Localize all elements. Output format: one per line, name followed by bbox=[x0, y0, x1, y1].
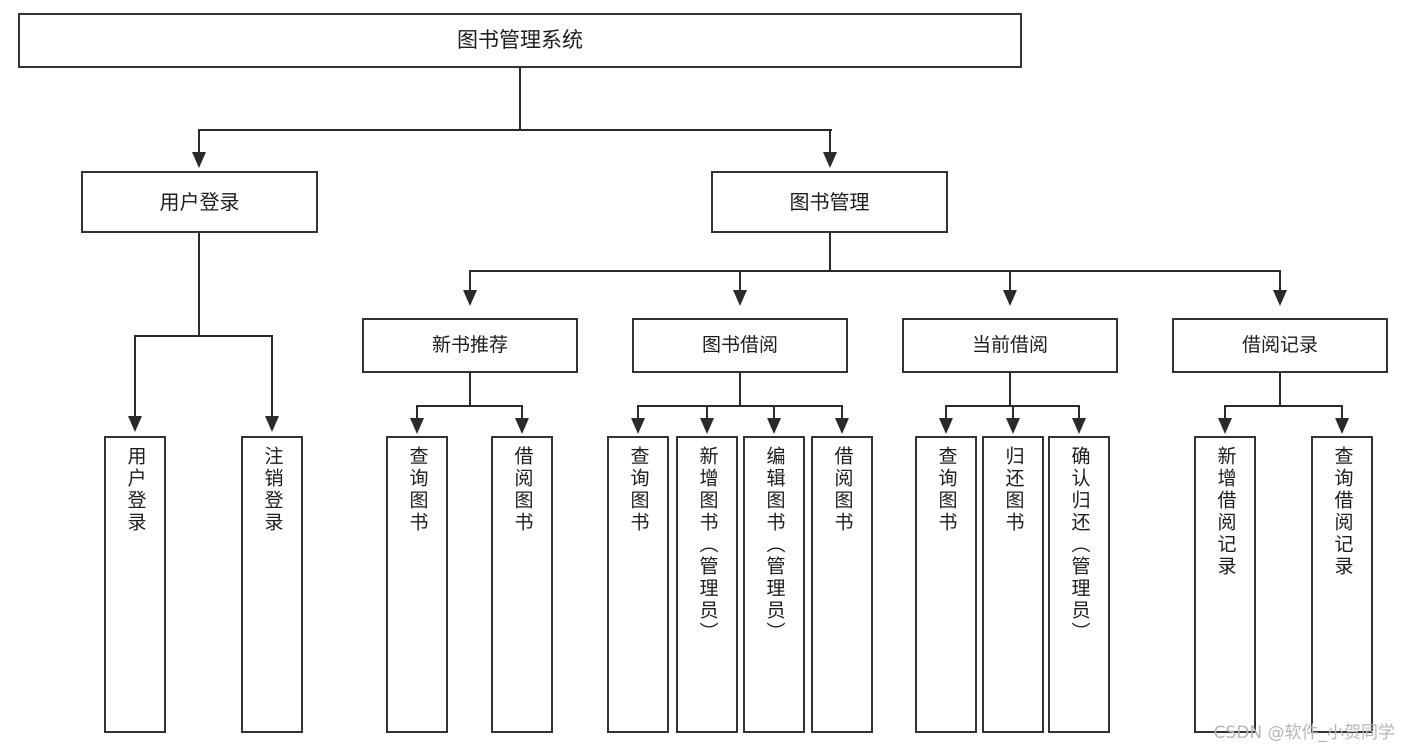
connector-user-login-drop-1 bbox=[134, 335, 136, 418]
leaf-edit-book[interactable]: 编辑图书（管理员） bbox=[743, 436, 805, 733]
connector-to-borrow-record bbox=[1279, 270, 1281, 292]
node-current-borrow[interactable]: 当前借阅 bbox=[902, 318, 1118, 373]
connector-book-borrow-drop-4 bbox=[841, 405, 843, 420]
connector-root-stem bbox=[519, 68, 521, 130]
node-label: 新书推荐 bbox=[431, 333, 508, 356]
leaf-borrow-book-recommend[interactable]: 借阅图书 bbox=[491, 436, 553, 733]
node-label: 注销登录 bbox=[261, 446, 284, 534]
connector-borrow-record-drop-2 bbox=[1341, 405, 1343, 420]
connector-user-login-drop-2 bbox=[271, 335, 273, 418]
connector-new-book-rec-stem bbox=[469, 373, 471, 406]
node-label: 借阅记录 bbox=[1241, 333, 1318, 356]
connector-new-book-rec-bus bbox=[416, 405, 523, 407]
connector-current-borrow-drop-2 bbox=[1012, 405, 1014, 420]
connector-root-to-book-manage bbox=[829, 129, 831, 154]
leaf-confirm-return[interactable]: 确认归还（管理员） bbox=[1048, 436, 1110, 733]
arrow-to-leaf-add-book bbox=[700, 418, 714, 434]
node-label: 借阅图书 bbox=[511, 446, 534, 534]
leaf-return-book[interactable]: 归还图书 bbox=[982, 436, 1044, 733]
arrow-to-leaf-query-book-2 bbox=[631, 418, 645, 434]
connector-user-login-bus bbox=[134, 335, 272, 337]
node-borrow-record[interactable]: 借阅记录 bbox=[1172, 318, 1388, 373]
leaf-query-book-recommend[interactable]: 查询图书 bbox=[386, 436, 448, 733]
connector-root-bus bbox=[198, 129, 832, 131]
arrow-to-borrow-record bbox=[1273, 290, 1287, 306]
connector-book-borrow-bus bbox=[637, 405, 843, 407]
arrow-to-leaf-return-book bbox=[1006, 418, 1020, 434]
connector-user-login-stem bbox=[198, 233, 200, 336]
connector-new-book-rec-drop-2 bbox=[521, 405, 523, 420]
arrow-to-leaf-borrow-book-1 bbox=[515, 418, 529, 434]
node-label: 确认归还（管理员） bbox=[1068, 446, 1091, 644]
node-book-borrow[interactable]: 图书借阅 bbox=[632, 318, 848, 373]
leaf-add-borrow-record[interactable]: 新增借阅记录 bbox=[1194, 436, 1256, 733]
arrow-to-leaf-borrow-book-2 bbox=[835, 418, 849, 434]
arrow-to-leaf-query-book-3 bbox=[939, 418, 953, 434]
node-label: 图书借阅 bbox=[701, 333, 778, 356]
node-label: 编辑图书（管理员） bbox=[763, 446, 786, 644]
node-label: 查询图书 bbox=[406, 446, 429, 534]
connector-current-borrow-drop-3 bbox=[1078, 405, 1080, 420]
csdn-watermark: CSDN @软件_小贺同学 bbox=[1213, 723, 1395, 743]
arrow-to-book-manage bbox=[823, 152, 837, 168]
connector-book-borrow-drop-1 bbox=[637, 405, 639, 420]
connector-borrow-record-stem bbox=[1279, 373, 1281, 406]
arrow-to-leaf-confirm-return bbox=[1072, 418, 1086, 434]
node-label: 当前借阅 bbox=[971, 333, 1048, 356]
connector-borrow-record-drop-1 bbox=[1224, 405, 1226, 420]
node-label: 查询图书 bbox=[627, 446, 650, 534]
leaf-user-login[interactable]: 用户登录 bbox=[104, 436, 166, 733]
connector-book-manage-bus bbox=[469, 270, 1281, 272]
leaf-query-book-borrow[interactable]: 查询图书 bbox=[607, 436, 669, 733]
node-new-book-recommend[interactable]: 新书推荐 bbox=[362, 318, 578, 373]
leaf-add-book[interactable]: 新增图书（管理员） bbox=[676, 436, 738, 733]
arrow-to-leaf-add-record bbox=[1218, 418, 1232, 434]
connector-to-current-borrow bbox=[1009, 270, 1011, 292]
node-label: 图书管理 bbox=[789, 189, 870, 214]
node-label: 用户登录 bbox=[124, 446, 147, 534]
leaf-borrow-book[interactable]: 借阅图书 bbox=[811, 436, 873, 733]
connector-to-book-borrow bbox=[739, 270, 741, 292]
node-label: 新增借阅记录 bbox=[1214, 446, 1237, 578]
leaf-query-borrow-record[interactable]: 查询借阅记录 bbox=[1311, 436, 1373, 733]
connector-current-borrow-stem bbox=[1009, 373, 1011, 406]
connector-to-new-book-rec bbox=[469, 270, 471, 292]
connector-book-borrow-drop-2 bbox=[706, 405, 708, 420]
node-label: 图书管理系统 bbox=[457, 28, 583, 53]
node-book-management-system[interactable]: 图书管理系统 bbox=[18, 13, 1022, 68]
node-book-management[interactable]: 图书管理 bbox=[711, 171, 948, 233]
connector-root-to-user-login bbox=[198, 129, 200, 154]
arrow-to-leaf-query-book-1 bbox=[410, 418, 424, 434]
node-label: 查询借阅记录 bbox=[1331, 446, 1354, 578]
connector-borrow-record-bus bbox=[1224, 405, 1343, 407]
node-label: 借阅图书 bbox=[831, 446, 854, 534]
arrow-to-current-borrow bbox=[1003, 290, 1017, 306]
node-label: 查询图书 bbox=[935, 446, 958, 534]
arrow-to-leaf-query-record bbox=[1335, 418, 1349, 434]
arrow-to-user-login bbox=[192, 152, 206, 168]
arrow-to-leaf-logout bbox=[265, 416, 279, 432]
connector-book-borrow-drop-3 bbox=[773, 405, 775, 420]
arrow-to-leaf-edit-book bbox=[767, 418, 781, 434]
connector-new-book-rec-drop-1 bbox=[416, 405, 418, 420]
node-label: 归还图书 bbox=[1002, 446, 1025, 534]
connector-book-manage-stem bbox=[829, 233, 831, 271]
connector-book-borrow-stem bbox=[739, 373, 741, 406]
node-label: 新增图书（管理员） bbox=[696, 446, 719, 644]
arrow-to-book-borrow bbox=[733, 290, 747, 306]
node-user-login[interactable]: 用户登录 bbox=[81, 171, 318, 233]
arrow-to-new-book-rec bbox=[463, 290, 477, 306]
leaf-query-book-current[interactable]: 查询图书 bbox=[915, 436, 977, 733]
leaf-logout[interactable]: 注销登录 bbox=[241, 436, 303, 733]
node-label: 用户登录 bbox=[159, 189, 240, 214]
arrow-to-leaf-user-login bbox=[128, 416, 142, 432]
connector-current-borrow-drop-1 bbox=[945, 405, 947, 420]
